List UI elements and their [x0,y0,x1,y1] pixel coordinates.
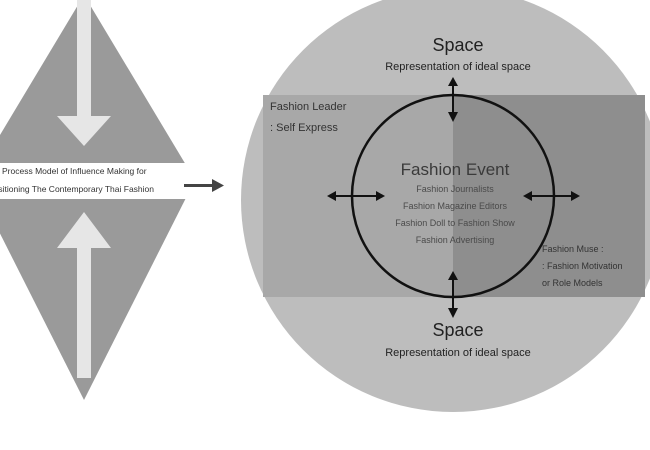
event-item: Fashion Advertising [415,235,495,245]
top-double-arrow-icon [448,77,458,122]
top-space-title: Space [432,35,484,55]
leader-line1: Fashion Leader [270,101,347,113]
process-model-line2: Positioning The Contemporary Thai Fashio… [0,184,154,194]
down-arrow-icon [57,0,111,146]
event-item: Fashion Journalists [416,184,494,194]
muse-line1: Fashion Muse : [542,244,604,254]
leader-line2: : Self Express [270,122,338,134]
muse-line3: or Role Models [542,278,603,288]
muse-line2: : Fashion Motivation [542,261,623,271]
bottom-space-subtitle: Representation of ideal space [385,347,531,359]
bottom-space-title: Space [432,320,484,340]
double-arrows [327,77,580,318]
event-item: Fashion Magazine Editors [402,201,508,211]
up-arrow-icon [57,212,111,378]
right-double-arrow-icon [523,191,580,201]
diamond [0,0,195,400]
event-title: Fashion Event [400,160,510,179]
left-double-arrow-icon [327,191,385,201]
process-model-line1: Process Model of Influence Making for [2,166,147,176]
diamond-label-band [0,163,200,199]
right-arrow-icon [184,179,224,192]
event-item: Fashion Doll to Fashion Show [395,218,515,228]
bottom-double-arrow-icon [448,271,458,318]
top-space-subtitle: Representation of ideal space [385,61,531,73]
